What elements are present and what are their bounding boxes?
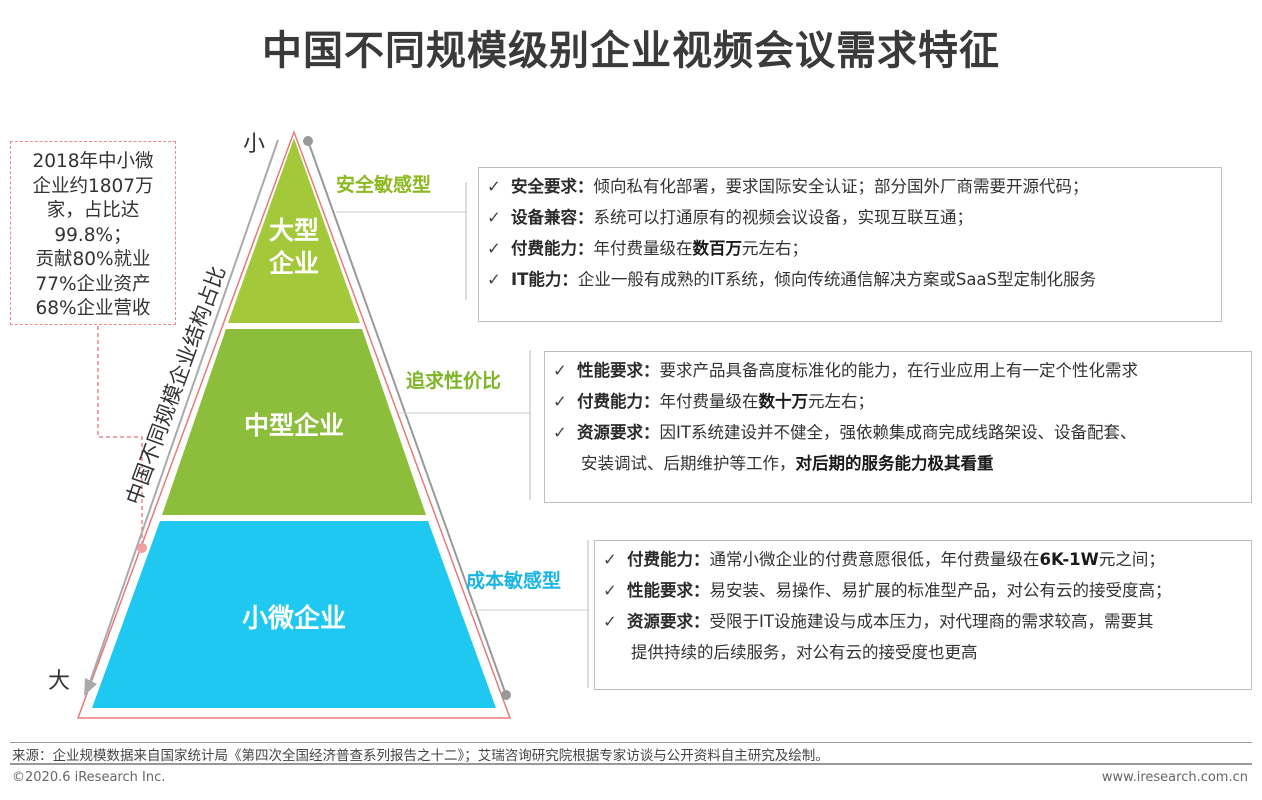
requirement-key: 设备兼容： xyxy=(511,208,594,227)
type-label-small: 成本敏感型 xyxy=(466,570,562,592)
requirement-text: 元左右； xyxy=(808,392,874,411)
tier-small-shape xyxy=(92,521,496,708)
requirement-text: 年付费量级在 xyxy=(593,239,693,258)
requirements-box-large: ✓ 安全要求：倾向私有化部署，要求国际安全认证；部分国外厂商需要开源代码； ✓ 设备… xyxy=(478,167,1222,322)
requirement-text: 易安装、易操作、易扩展的标准型产品，对公有云的接受度高； xyxy=(709,581,1172,600)
website-link[interactable]: www.iresearch.com.cn xyxy=(1101,770,1248,785)
stats-connector-dot xyxy=(137,543,147,553)
tier-large-label: 大型 企业 xyxy=(244,214,344,280)
axis-large-end-label: 大 xyxy=(48,669,71,694)
copyright: ©2020.6 iResearch Inc. xyxy=(12,770,166,785)
requirement-item: ✓ IT能力：企业一般有成熟的IT系统，倾向传统通信解决方案或SaaS型定制化服务 xyxy=(487,264,1213,295)
axis-small-end-label: 小 xyxy=(243,132,266,157)
check-icon: ✓ xyxy=(603,612,617,631)
requirement-key: 付费能力： xyxy=(627,550,710,569)
stats-connector xyxy=(97,326,143,548)
check-icon: ✓ xyxy=(553,423,567,442)
stats-line: 贡献80%就业 xyxy=(35,249,151,270)
tier-large-label-line1: 大型 xyxy=(268,216,319,245)
requirement-text: 提供持续的后续服务，对公有云的接受度也更高 xyxy=(631,643,978,662)
requirement-key: 资源要求： xyxy=(577,423,660,442)
requirement-text: 要求产品具备高度标准化的能力，在行业应用上有一定个性化需求 xyxy=(659,361,1139,380)
requirement-key: IT能力： xyxy=(511,270,578,289)
requirement-key: 安全要求： xyxy=(511,177,594,196)
requirement-item: ✓ 资源要求：因IT系统建设并不健全，强依赖集成商完成线路架设、设备配套、 xyxy=(553,417,1243,448)
requirement-key: 资源要求： xyxy=(627,612,710,631)
requirement-item-continued: 提供持续的后续服务，对公有云的接受度也更高 xyxy=(603,637,1243,668)
footer-divider xyxy=(10,763,1252,765)
requirement-text: 企业一般有成熟的IT系统，倾向传统通信解决方案或SaaS型定制化服务 xyxy=(577,270,1097,289)
check-icon: ✓ xyxy=(603,550,617,569)
requirement-highlight: 对后期的服务能力极其看重 xyxy=(795,454,994,473)
requirement-item: ✓ 安全要求：倾向私有化部署，要求国际安全认证；部分国外厂商需要开源代码； xyxy=(487,171,1213,202)
requirement-text: 通常小微企业的付费意愿很低，年付费量级在 xyxy=(709,550,1040,569)
check-icon: ✓ xyxy=(487,208,501,227)
stats-line: 68%企业营收 xyxy=(35,298,151,319)
requirement-key: 性能要求： xyxy=(577,361,660,380)
tier-medium-label: 中型企业 xyxy=(243,411,344,440)
requirement-text: 元之间； xyxy=(1098,550,1165,569)
check-icon: ✓ xyxy=(487,270,501,289)
requirement-key: 付费能力： xyxy=(577,392,660,411)
requirement-item: ✓ 性能要求：易安装、易操作、易扩展的标准型产品，对公有云的接受度高； xyxy=(603,575,1243,606)
requirement-key: 性能要求： xyxy=(627,581,710,600)
stats-line: 家，占比达 xyxy=(46,200,140,221)
requirement-item: ✓ 性能要求：要求产品具备高度标准化的能力，在行业应用上有一定个性化需求 xyxy=(553,355,1243,386)
stats-line: 77%企业资产 xyxy=(35,273,151,295)
tier-large-shape xyxy=(228,138,360,323)
footer-divider xyxy=(10,742,1252,743)
axis-arrow-line xyxy=(89,139,279,683)
requirement-item: ✓ 资源要求：受限于IT设施建设与成本压力，对代理商的需求较高，需要其 xyxy=(603,606,1243,637)
pyramid-outline xyxy=(76,129,512,719)
requirement-highlight: 数百万 xyxy=(692,239,743,258)
requirement-item: ✓ 付费能力：通常小微企业的付费意愿很低，年付费量级在6K-1W元之间； xyxy=(603,544,1243,575)
requirement-text: 安装调试、后期维护等工作， xyxy=(581,454,796,473)
page-title: 中国不同规模级别企业视频会议需求特征 xyxy=(262,28,1000,74)
stats-box: 2018年中小微 企业约1807万 家，占比达 99.8%； 贡献80%就业 7… xyxy=(10,141,176,325)
check-icon: ✓ xyxy=(487,239,501,258)
tier-large-label-line2: 企业 xyxy=(268,249,319,278)
requirements-box-small: ✓ 付费能力：通常小微企业的付费意愿很低，年付费量级在6K-1W元之间； ✓ 性能要… xyxy=(594,540,1252,690)
requirement-item: ✓ 付费能力：年付费量级在数百万元左右； xyxy=(487,233,1213,264)
right-guide-line xyxy=(307,140,507,696)
requirement-highlight: 数十万 xyxy=(758,392,809,411)
type-label-medium: 追求性价比 xyxy=(406,370,502,392)
stats-line: 2018年中小微 xyxy=(32,151,154,172)
type-label-large: 安全敏感型 xyxy=(336,174,432,196)
check-icon: ✓ xyxy=(553,361,567,380)
requirement-text: 系统可以打通原有的视频会议设备，实现互联互通； xyxy=(593,208,974,227)
stats-line: 99.8%； xyxy=(54,224,132,246)
requirement-text: 年付费量级在 xyxy=(659,392,759,411)
requirement-highlight: 6K-1W xyxy=(1039,550,1099,569)
right-guide-bottom-dot xyxy=(501,690,511,700)
right-guide-top-dot xyxy=(303,136,313,146)
requirement-text: 元左右； xyxy=(742,239,808,258)
requirement-item-continued: 安装调试、后期维护等工作，对后期的服务能力极其看重 xyxy=(553,448,1243,479)
tier-medium-shape xyxy=(162,329,426,515)
requirement-text: 受限于IT设施建设与成本压力，对代理商的需求较高，需要其 xyxy=(709,612,1154,631)
axis-arrow-head xyxy=(84,678,97,696)
stats-line: 企业约1807万 xyxy=(32,175,154,197)
check-icon: ✓ xyxy=(553,392,567,411)
check-icon: ✓ xyxy=(487,177,501,196)
requirement-text: 因IT系统建设并不健全，强依赖集成商完成线路架设、设备配套、 xyxy=(659,423,1137,442)
check-icon: ✓ xyxy=(603,581,617,600)
requirements-box-medium: ✓ 性能要求：要求产品具备高度标准化的能力，在行业应用上有一定个性化需求 ✓ 付费能… xyxy=(544,351,1252,503)
requirement-item: ✓ 设备兼容：系统可以打通原有的视频会议设备，实现互联互通； xyxy=(487,202,1213,233)
tier-small-label: 小微企业 xyxy=(241,604,346,634)
requirement-text: 倾向私有化部署，要求国际安全认证；部分国外厂商需要开源代码； xyxy=(593,177,1089,196)
requirement-key: 付费能力： xyxy=(511,239,594,258)
requirement-item: ✓ 付费能力：年付费量级在数十万元左右； xyxy=(553,386,1243,417)
source-note: 来源：企业规模数据来自国家统计局《第四次全国经济普查系列报告之十二》；艾瑞咨询研… xyxy=(12,748,829,764)
